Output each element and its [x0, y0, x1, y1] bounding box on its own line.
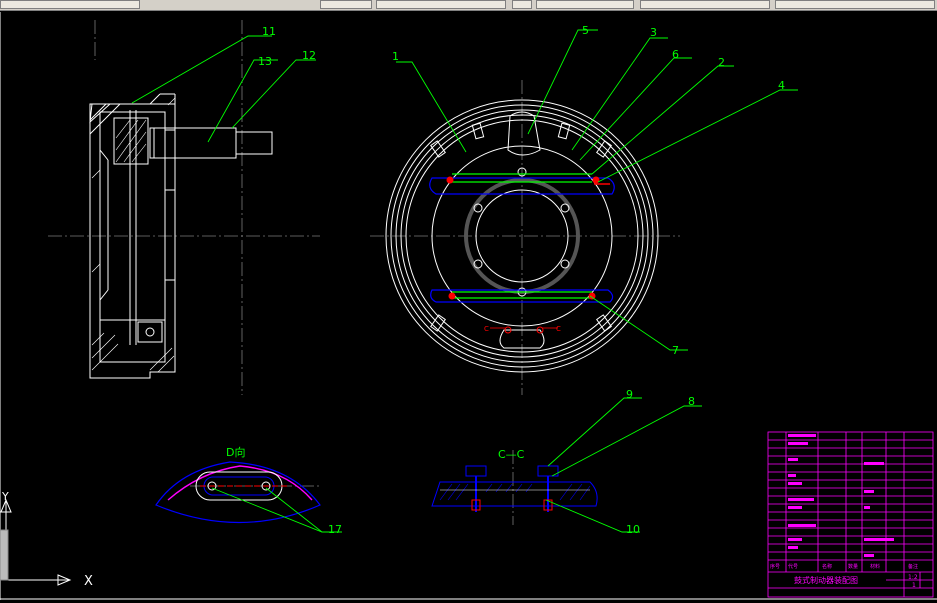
leader-lines	[131, 29, 798, 533]
drawing-title: 鼓式制动器装配图	[794, 575, 858, 585]
title-block-header: 序号 代号 名称 数量 材料 备注	[770, 563, 918, 570]
spring-anchors	[446, 176, 610, 334]
cad-toolbar	[0, 0, 937, 11]
callout-6: 6	[672, 48, 679, 61]
toolbar-button-properties[interactable]	[512, 0, 532, 9]
toolbar-button-layers[interactable]	[320, 0, 372, 9]
col-name: 名称	[822, 563, 832, 570]
layer-dropdown[interactable]	[376, 0, 506, 9]
title-block-fill	[788, 434, 894, 557]
bolt-holes	[473, 167, 570, 297]
side-section-view	[89, 93, 273, 379]
callout-labels: 11 13 12 1 5 3 6 2 4 7 9 8 10 17	[258, 24, 785, 536]
col-note: 备注	[908, 563, 918, 570]
title-block	[767, 431, 934, 598]
callout-1: 1	[392, 50, 399, 63]
centerlines	[48, 20, 680, 525]
section-mark-c-left: C	[484, 325, 489, 333]
linetype-dropdown[interactable]	[640, 0, 770, 9]
col-qty: 数量	[848, 563, 858, 570]
section-mark-c-right: C	[556, 325, 561, 333]
ucs-y-label: Y	[1, 490, 9, 503]
brake-shoes	[429, 177, 615, 303]
callout-5: 5	[582, 24, 589, 37]
callout-8: 8	[688, 395, 695, 408]
col-no: 序号	[770, 563, 780, 570]
col-code: 代号	[788, 563, 798, 570]
callout-12: 12	[302, 49, 316, 62]
drawing-scale: 1:2	[908, 574, 918, 581]
callout-17: 17	[328, 523, 342, 536]
d-view-label: D向	[226, 445, 245, 459]
section-cc	[431, 465, 598, 512]
shoe-slots	[430, 122, 612, 332]
ucs-x-label: X	[84, 574, 93, 589]
callout-4: 4	[778, 79, 785, 92]
col-material: 材料	[870, 563, 880, 570]
callout-10: 10	[626, 523, 640, 536]
color-dropdown[interactable]	[536, 0, 634, 9]
callout-13: 13	[258, 55, 272, 68]
callout-9: 9	[626, 388, 633, 401]
toolbar-button-draw[interactable]	[0, 0, 140, 9]
section-cc-label: C—C	[498, 448, 525, 461]
d-view	[155, 461, 321, 524]
drawing-sheet: 1	[912, 582, 916, 589]
ucs-icon	[0, 498, 72, 586]
return-springs	[452, 173, 592, 299]
callout-7: 7	[672, 344, 679, 357]
callout-11: 11	[262, 25, 276, 38]
lineweight-dropdown[interactable]	[775, 0, 935, 9]
drawing-canvas[interactable]: C C D向 C—C	[0, 10, 937, 603]
callout-2: 2	[718, 56, 725, 69]
callout-3: 3	[650, 26, 657, 39]
